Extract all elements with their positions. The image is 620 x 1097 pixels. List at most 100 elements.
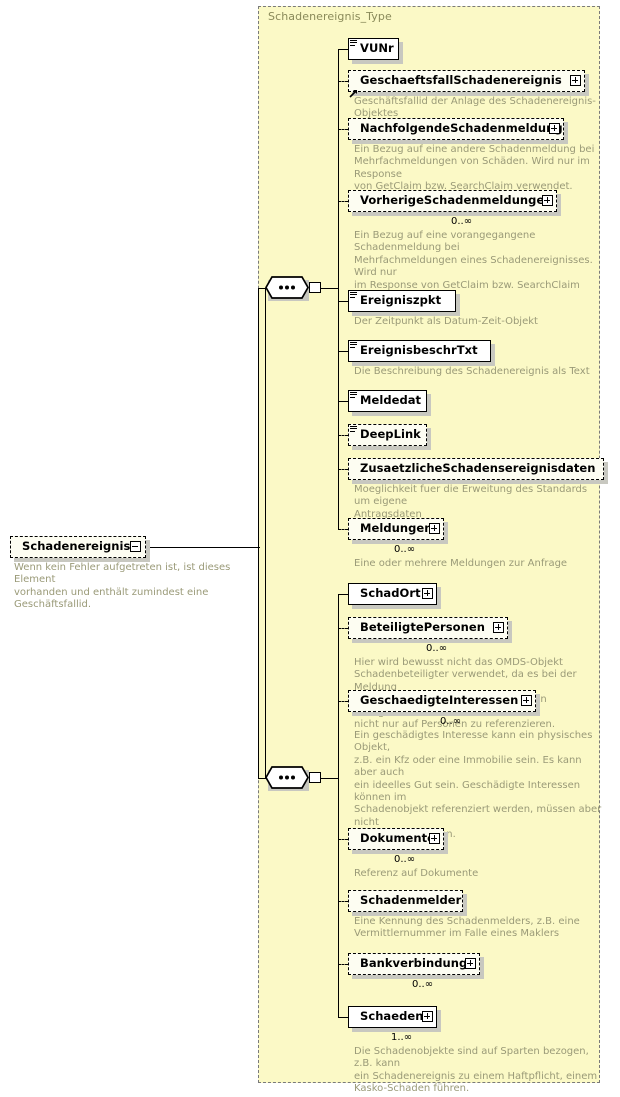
expand-plus-icon[interactable] <box>429 523 440 534</box>
node-body[interactable]: GeschaedigteInteressen <box>348 690 536 712</box>
occurrence-indicator: 0..∞ <box>451 216 473 227</box>
expand-plus-icon[interactable] <box>422 588 433 599</box>
element-name-label: VorherigeSchadenmeldungen <box>360 193 553 208</box>
sequence-compositor[interactable] <box>265 766 321 791</box>
sequence-expand-box[interactable] <box>309 772 321 783</box>
connector-line <box>258 288 266 289</box>
simple-type-icon <box>350 292 357 298</box>
element-node-vorherigeschadenmeldungen[interactable]: VorherigeSchadenmeldungen <box>348 190 561 216</box>
connector-line <box>338 701 348 702</box>
element-node-meldungen[interactable]: Meldungen <box>348 518 448 544</box>
connector-line <box>338 469 348 470</box>
node-body[interactable]: Bankverbindung <box>348 953 480 975</box>
node-body[interactable]: VUNr <box>348 38 399 60</box>
expand-plus-icon[interactable] <box>570 75 581 86</box>
simple-type-icon <box>350 392 357 398</box>
connector-line <box>338 529 348 530</box>
element-name-label: SchadOrt <box>360 586 421 601</box>
element-node-geschaedigteinteressen[interactable]: GeschaedigteInteressen <box>348 690 540 716</box>
simple-type-icon <box>350 342 357 348</box>
connector-line <box>338 1017 348 1018</box>
connector-line <box>309 778 338 779</box>
connector-line <box>258 778 266 779</box>
node-body[interactable]: DeepLink <box>348 424 427 446</box>
connector-line <box>338 301 348 302</box>
connector-line <box>338 81 348 82</box>
occurrence-indicator: 0..∞ <box>394 544 416 555</box>
occurrence-indicator: 0..∞ <box>440 716 462 727</box>
element-name-label: Ereigniszpkt <box>360 293 442 308</box>
node-body[interactable]: Meldedat <box>348 390 427 412</box>
element-name-label: Schaeden <box>360 1009 424 1024</box>
collapse-minus-icon[interactable] <box>130 541 141 552</box>
connector-line <box>338 964 348 965</box>
node-body[interactable]: Ereigniszpkt <box>348 290 456 312</box>
element-node-schadort[interactable]: SchadOrt <box>348 583 441 609</box>
element-name-label: Bankverbindung <box>360 956 468 971</box>
element-node-schaeden[interactable]: Schaeden <box>348 1006 441 1032</box>
simple-type-icon <box>350 426 357 432</box>
element-node-beteiligtepersonen[interactable]: BeteiligtePersonen <box>348 617 512 643</box>
element-node-geschaeftsfallschadenereignis[interactable]: GeschaeftsfallSchadenereignis <box>348 70 589 98</box>
root-element-schadenereignis[interactable]: Schadenereignis <box>10 536 150 562</box>
simple-type-icon <box>350 40 357 46</box>
connector-line <box>309 288 338 289</box>
element-name-label: Meldedat <box>360 393 422 408</box>
element-node-ereignisbeschrtxt[interactable]: EreignisbeschrTxt <box>348 340 495 366</box>
sequence-expand-box[interactable] <box>309 282 321 293</box>
element-node-dokumente[interactable]: Dokumente <box>348 828 448 854</box>
element-annotation: Ein Bezug auf eine andere Schadenmeldung… <box>354 144 595 193</box>
element-annotation: Moeglichkeit fuer die Erweitung des Stan… <box>354 484 588 520</box>
expand-plus-icon[interactable] <box>493 622 504 633</box>
element-name-label: BeteiligtePersonen <box>360 620 485 635</box>
node-body[interactable]: Dokumente <box>348 828 444 850</box>
node-body[interactable]: NachfolgendeSchadenmeldung <box>348 118 564 140</box>
expand-plus-icon[interactable] <box>422 1011 433 1022</box>
expand-plus-icon[interactable] <box>429 833 440 844</box>
element-name-label: Schadenereignis <box>22 539 131 554</box>
expand-plus-icon[interactable] <box>465 958 476 969</box>
node-body[interactable]: BeteiligtePersonen <box>348 617 508 639</box>
node-body[interactable]: VorherigeSchadenmeldungen <box>348 190 557 212</box>
element-node-meldedat[interactable]: Meldedat <box>348 390 431 416</box>
complextype-title: Schadenereignis_Type <box>268 10 392 23</box>
element-node-ereigniszpkt[interactable]: Ereigniszpkt <box>348 290 460 316</box>
connector-line <box>338 129 348 130</box>
node-body[interactable]: Schadenereignis <box>10 536 146 558</box>
connector-line <box>338 201 348 202</box>
connector-line <box>338 901 348 902</box>
occurrence-indicator: 0..∞ <box>412 979 434 990</box>
reference-arrow-icon <box>349 83 358 98</box>
occurrence-indicator: 0..∞ <box>394 854 416 865</box>
element-name-label: EreignisbeschrTxt <box>360 343 478 358</box>
element-annotation: Der Zeitpunkt als Datum-Zeit-Objekt <box>354 316 538 327</box>
node-body[interactable]: ZusaetzlicheSchadensereignisdaten <box>348 458 604 480</box>
element-node-zusaetzlicheschadensereignisdaten[interactable]: ZusaetzlicheSchadensereignisdaten <box>348 458 608 484</box>
node-body[interactable]: GeschaeftsfallSchadenereignis <box>348 70 585 92</box>
element-node-deeplink[interactable]: DeepLink <box>348 424 431 450</box>
connector-line <box>338 435 348 436</box>
element-node-schadenmelder[interactable]: Schadenmelder <box>348 890 467 916</box>
connector-line <box>338 839 348 840</box>
node-body[interactable]: SchadOrt <box>348 583 437 605</box>
connector-line <box>147 547 260 548</box>
expand-plus-icon[interactable] <box>521 695 532 706</box>
element-node-nachfolgendeschadenmeldung[interactable]: NachfolgendeSchadenmeldung <box>348 118 568 144</box>
occurrence-indicator: 1..∞ <box>391 1032 413 1043</box>
node-body[interactable]: EreignisbeschrTxt <box>348 340 491 362</box>
element-name-label: DeepLink <box>360 427 421 442</box>
node-body[interactable]: Schaeden <box>348 1006 437 1028</box>
connector-line <box>338 351 348 352</box>
expand-plus-icon[interactable] <box>542 195 553 206</box>
node-body[interactable]: Meldungen <box>348 518 444 540</box>
element-annotation: Ein geschädigtes Interesse kann ein phys… <box>354 730 602 840</box>
root-annotation: Wenn kein Fehler aufgetreten ist, ist di… <box>14 562 231 611</box>
element-node-bankverbindung[interactable]: Bankverbindung <box>348 953 484 979</box>
sequence-compositor[interactable] <box>265 276 321 301</box>
node-body[interactable]: Schadenmelder <box>348 890 463 912</box>
connector-line <box>338 401 348 402</box>
expand-plus-icon[interactable] <box>549 123 560 134</box>
element-node-vunr[interactable]: VUNr <box>348 38 403 64</box>
element-annotation: Die Schadenobjekte sind auf Sparten bezo… <box>354 1046 598 1095</box>
